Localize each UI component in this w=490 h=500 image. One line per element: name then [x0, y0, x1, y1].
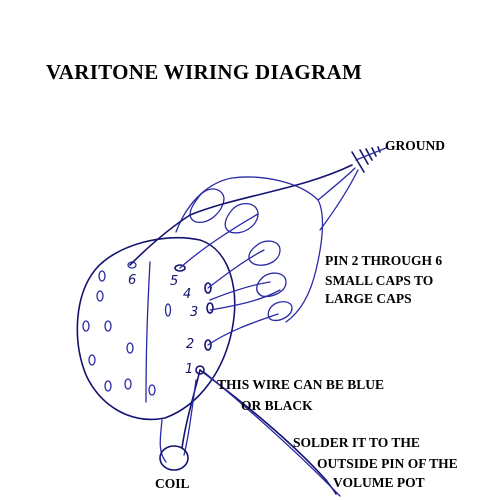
pin-number-6: 6 [128, 273, 136, 288]
switch-contacts [82, 261, 172, 396]
pin-number-3: 3 [190, 305, 198, 320]
wire-label-line-2: OR BLACK [241, 398, 313, 413]
pin-numbers: 1 2 3 4 5 6 [128, 273, 198, 377]
solder-label-line-1: SOLDER IT TO THE [293, 435, 420, 450]
caps-label-line-1: PIN 2 THROUGH 6 [325, 253, 443, 268]
pin-number-4: 4 [183, 287, 191, 302]
switch-body [76, 236, 236, 421]
ground-wire [129, 164, 353, 266]
solder-label-line-3: VOLUME POT [333, 475, 425, 490]
diagram-title: VARITONE WIRING DIAGRAM [46, 60, 363, 84]
ground-label: GROUND [385, 138, 445, 153]
coil-label: COIL [155, 476, 190, 491]
caps-label-line-3: LARGE CAPS [325, 291, 412, 306]
coil-terminal [159, 445, 189, 471]
pin-number-2: 2 [186, 337, 194, 352]
pin-number-1: 1 [185, 362, 193, 377]
solder-label-line-2: OUTSIDE PIN OF THE [317, 456, 458, 471]
capacitor-bundle-outline [175, 176, 324, 323]
capacitors [189, 188, 293, 322]
switch-divider [145, 261, 151, 403]
ground-symbol [351, 146, 387, 173]
pin-number-5: 5 [170, 274, 178, 289]
coil-wire [181, 369, 201, 449]
wire-label-line-1: THIS WIRE CAN BE BLUE [217, 377, 385, 392]
pin-lugs [174, 264, 214, 375]
caps-label-line-2: SMALL CAPS TO [325, 273, 434, 288]
pin-wires [179, 213, 281, 346]
